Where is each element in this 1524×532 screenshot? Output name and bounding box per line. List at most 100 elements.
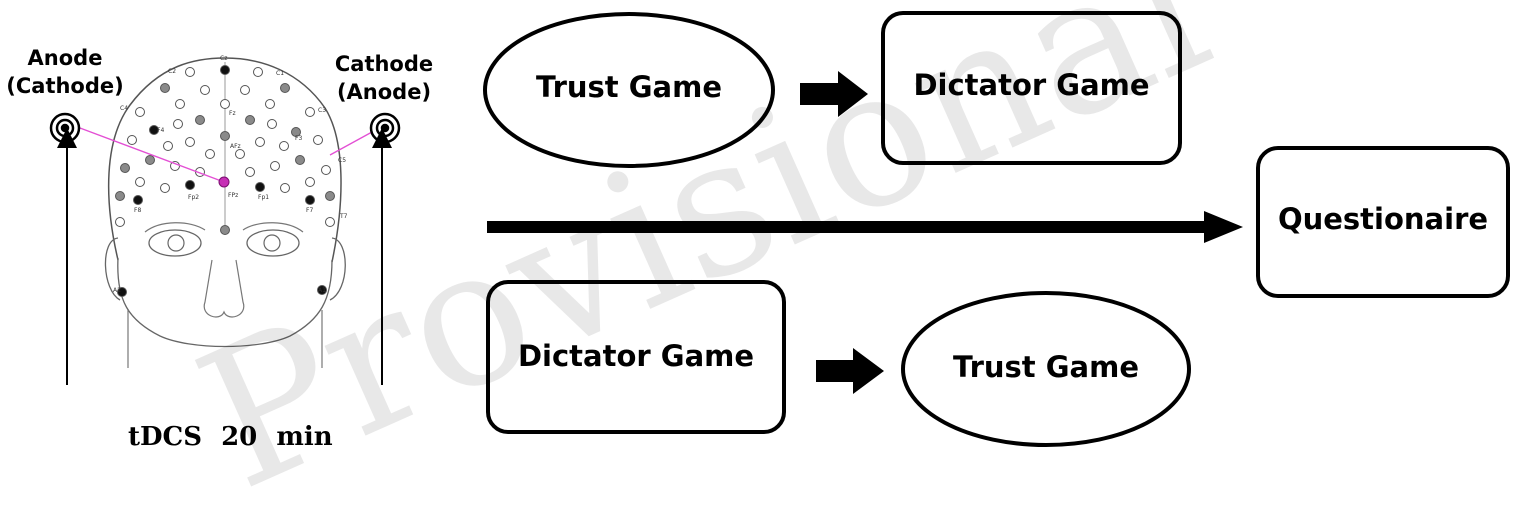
scalp-electrode-dot	[305, 195, 315, 205]
scalp-electrode-dot	[220, 99, 230, 109]
left-electrode-icon	[49, 112, 81, 144]
scalp-electrode-dot	[305, 107, 315, 117]
face-outline	[117, 257, 333, 348]
scalp-electrode-dot	[145, 155, 155, 165]
left-pupil	[167, 234, 185, 252]
right-electrode-label-line2: (Anode)	[336, 80, 432, 104]
scalp-electrode-dot	[265, 99, 275, 109]
dictator-game-label-top: Dictator Game	[913, 68, 1150, 102]
scalp-electrode-dot	[160, 183, 170, 193]
scalp-electrode-dot	[133, 195, 143, 205]
scalp-electrode-dot	[313, 135, 323, 145]
scalp-electrode-dot	[279, 141, 289, 151]
site-label-a2: A2	[113, 287, 121, 294]
scalp-electrode-dot	[295, 155, 305, 165]
head-illustration	[79, 57, 373, 368]
nose	[203, 259, 245, 318]
right-pupil	[263, 234, 281, 252]
site-label-f8: F8	[134, 207, 141, 214]
site-label-f7: F7	[306, 207, 313, 214]
scalp-electrode-dot	[325, 217, 335, 227]
trust-game-label-bottom: Trust Game	[952, 350, 1140, 384]
questionaire-node	[1256, 146, 1510, 298]
scalp-electrode-dot	[317, 285, 327, 295]
scalp-electrode-dot	[235, 149, 245, 159]
scalp-electrode-dot	[163, 141, 173, 151]
right-electrode-icon	[369, 112, 401, 144]
cathode-placement-line	[329, 131, 373, 156]
scalp-electrode-dot	[160, 83, 170, 93]
scalp-electrode-dot	[255, 182, 265, 192]
left-electrode-label-line1: Anode	[27, 46, 103, 70]
left-electrode-label: Anode (Cathode)	[0, 44, 130, 100]
tdcs-caption-unit: min	[276, 422, 333, 452]
scalp-electrode-dot	[200, 85, 210, 95]
left-brow	[144, 222, 206, 233]
trust-game-label-top: Trust Game	[535, 70, 723, 104]
scalp-electrode-dot	[115, 217, 125, 227]
scalp-site-labels: Cz C2 C1 C4 C3 F4 F3 Fz AFz FPz Fp2 Fp1 …	[113, 55, 348, 294]
site-label-c3: C3	[318, 107, 326, 114]
site-label-c4: C4	[120, 105, 128, 112]
site-label-t7: T7	[339, 213, 348, 220]
scalp-electrode-dot	[185, 180, 195, 190]
scalp-electrode-dot	[175, 99, 185, 109]
scalp-electrode-dot	[305, 177, 315, 187]
scalp-electrode-dot	[220, 225, 230, 235]
scalp-electrode-dot	[267, 119, 277, 129]
questionaire-label: Questionaire	[1277, 202, 1489, 236]
scalp-electrode-dot	[240, 85, 250, 95]
scalp-electrode-dot	[280, 183, 290, 193]
scalp-electrode-dot	[117, 287, 127, 297]
scalp-electrode-dot	[321, 165, 331, 175]
scalp-electrode-dot	[245, 115, 255, 125]
scalp-electrode-dot	[205, 149, 215, 159]
scalp-electrode-dot	[325, 191, 335, 201]
site-label-c2: C2	[168, 68, 176, 75]
dictator-game-label-bottom: Dictator Game	[517, 339, 755, 373]
neck-outline	[127, 310, 323, 368]
left-eye	[148, 229, 202, 257]
right-electrode-label-line1: Cathode	[334, 52, 434, 76]
diagram-canvas: Cz C2 C1 C4 C3 F4 F3 Fz AFz FPz Fp2 Fp1 …	[49, 11, 1510, 447]
site-label-afz: AFz	[230, 143, 241, 150]
scalp-electrode-dot	[220, 131, 230, 141]
right-ear	[329, 237, 346, 301]
fpz-electrode-marker	[218, 176, 230, 188]
scalp-electrode-dot	[115, 191, 125, 201]
scalp-electrode-dot	[135, 177, 145, 187]
site-label-f4: F4	[157, 127, 164, 134]
left-ear	[104, 237, 121, 301]
site-label-fz: Fz	[229, 110, 236, 117]
dictator-game-node-top	[881, 11, 1182, 165]
scalp-electrode-dot	[149, 125, 159, 135]
scalp-electrode-dot	[280, 83, 290, 93]
left-electrode-label-line2: (Cathode)	[6, 74, 124, 98]
scalp-electrode-dot	[270, 161, 280, 171]
arrow-dictator-to-trust	[816, 348, 884, 394]
tdcs-caption-label: tDCS	[128, 422, 203, 452]
tdcs-caption-duration: 20	[221, 422, 258, 452]
trust-game-node-bottom	[901, 291, 1191, 447]
right-brow	[242, 222, 304, 233]
scalp-electrode-dot	[127, 135, 137, 145]
right-eye	[246, 229, 300, 257]
site-label-a1: A1	[318, 287, 326, 294]
scalp-electrode-dot	[135, 107, 145, 117]
dictator-game-node-bottom	[486, 280, 786, 434]
scalp-electrode-dot	[185, 67, 195, 77]
site-label-fp1: Fp1	[258, 194, 269, 201]
arrow-trust-to-dictator	[800, 71, 868, 117]
tdcs-caption: tDCS 20 min	[128, 422, 338, 452]
scalp-electrode-dot	[255, 137, 265, 147]
site-label-f3: F3	[295, 135, 302, 142]
scalp-electrode-dot	[245, 167, 255, 177]
scalp-electrode-dot	[253, 67, 263, 77]
scalp-electrode-dot	[173, 119, 183, 129]
site-label-fpz: FPz	[228, 192, 238, 199]
trust-game-node-top	[483, 12, 775, 168]
anode-placement-line	[79, 127, 225, 183]
scalp-electrode-dot	[291, 127, 301, 137]
right-electrode-label: Cathode (Anode)	[320, 50, 448, 106]
